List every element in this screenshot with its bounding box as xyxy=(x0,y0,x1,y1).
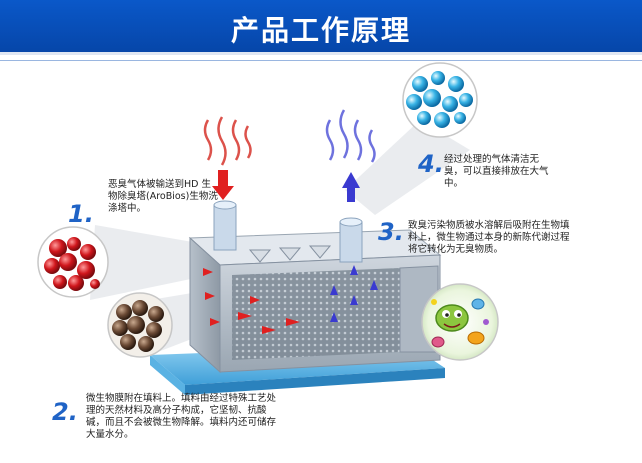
clean-air-circle xyxy=(402,62,478,138)
step-1-text: 恶臭气体被输送到HD 生物除臭塔(AroBios)生物洗涤塔中。 xyxy=(108,179,218,214)
red-molecules-circle xyxy=(37,226,109,298)
internal-red-arrows xyxy=(203,268,300,334)
polluted-gas-waves xyxy=(203,116,252,166)
step-4-number: 4. xyxy=(418,150,444,178)
title-banner: 产品工作原理 xyxy=(0,0,642,55)
step-2-number: 2. xyxy=(52,398,78,426)
divider xyxy=(0,60,642,61)
gas-inlet-arrow xyxy=(212,170,234,200)
step-2-text: 微生物膜附在填料上。填料由经过特殊工艺处理的天然材料及高分子构成，它坚韧、抗酸碱… xyxy=(86,393,277,440)
step-3-text: 致臭污染物质被水溶解后吸附在生物填料上，微生物通过本身的新陈代谢过程将它转化为无… xyxy=(408,220,570,255)
microbes-circle xyxy=(421,283,499,361)
step-1-number: 1. xyxy=(68,200,94,228)
page-title: 产品工作原理 xyxy=(230,14,411,47)
step-3-number: 3. xyxy=(378,218,404,246)
step-4-text: 经过处理的气体清洁无臭，可以直接排放在大气中。 xyxy=(444,154,549,189)
gas-outlet-arrow xyxy=(342,172,360,202)
filler-media-circle xyxy=(107,292,173,358)
internal-blue-arrows xyxy=(330,265,378,322)
bio-scrubber-tower xyxy=(188,200,442,374)
clean-gas-waves xyxy=(325,109,376,163)
